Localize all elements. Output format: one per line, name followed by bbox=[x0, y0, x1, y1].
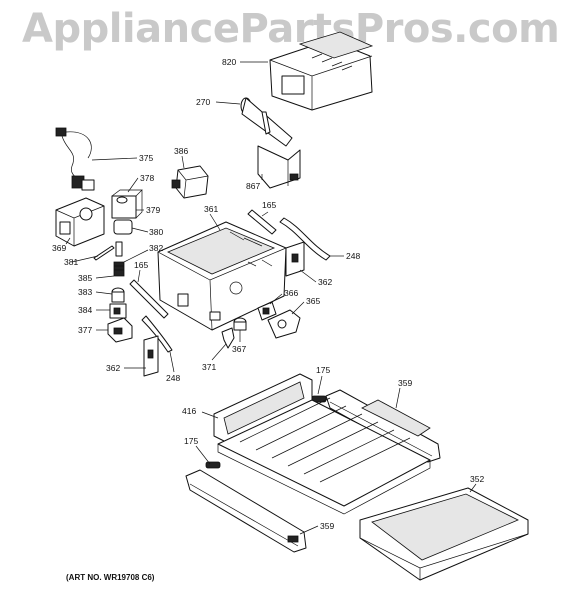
leader-lines bbox=[65, 61, 477, 535]
part-371 bbox=[221, 327, 235, 349]
callout-270: 270 bbox=[196, 97, 210, 107]
callout-867: 867 bbox=[246, 181, 260, 191]
callout-362b: 362 bbox=[106, 363, 120, 373]
watermark-text: AppliancePartsPros.com bbox=[22, 6, 560, 52]
part-rail-359b bbox=[185, 469, 307, 553]
part-foam-248 bbox=[279, 217, 331, 261]
callout-369: 369 bbox=[52, 243, 66, 253]
part-cover-365 bbox=[267, 309, 301, 339]
part-rail-359 bbox=[325, 389, 441, 463]
callout-165: 165 bbox=[262, 200, 276, 210]
callout-384: 384 bbox=[78, 305, 92, 315]
art-number: (ART NO. WR19708 C6) bbox=[66, 573, 155, 582]
part-rod-381 bbox=[93, 245, 115, 261]
callout-371: 371 bbox=[202, 362, 216, 372]
callout-labels: 820 270 867 375 386 378 379 361 165 369 … bbox=[52, 57, 484, 531]
callout-386: 386 bbox=[174, 146, 188, 156]
callout-379: 379 bbox=[146, 205, 160, 215]
callout-375: 375 bbox=[139, 153, 153, 163]
callout-416: 416 bbox=[182, 406, 196, 416]
part-clips bbox=[107, 303, 133, 343]
callout-359b: 359 bbox=[320, 521, 334, 531]
part-bracket-362 bbox=[285, 241, 305, 277]
callout-366: 366 bbox=[284, 288, 298, 298]
callout-361: 361 bbox=[204, 204, 218, 214]
part-367 bbox=[233, 317, 247, 331]
part-screw-175b bbox=[205, 461, 221, 469]
part-dispenser-housing bbox=[157, 221, 287, 331]
part-bracket-867 bbox=[257, 145, 301, 189]
part-bracket-362b bbox=[143, 335, 159, 377]
callout-383: 383 bbox=[78, 287, 92, 297]
callout-820: 820 bbox=[222, 57, 236, 67]
callout-165b: 165 bbox=[134, 260, 148, 270]
part-valve-386 bbox=[171, 165, 209, 199]
part-switch-366 bbox=[257, 301, 277, 321]
part-foam-248b bbox=[141, 315, 173, 353]
part-ice-maker bbox=[269, 31, 374, 111]
callout-367: 367 bbox=[232, 344, 246, 354]
callout-378: 378 bbox=[140, 173, 154, 183]
part-fill-tube bbox=[240, 97, 293, 147]
callout-359: 359 bbox=[398, 378, 412, 388]
part-wire-harness bbox=[55, 127, 95, 191]
callout-175: 175 bbox=[316, 365, 330, 375]
part-shelf-416 bbox=[213, 373, 431, 515]
callout-248b: 248 bbox=[166, 373, 180, 383]
part-drawer-352 bbox=[359, 487, 529, 581]
part-solenoid bbox=[111, 189, 143, 235]
callout-377: 377 bbox=[78, 325, 92, 335]
callout-365: 365 bbox=[306, 296, 320, 306]
callout-381: 381 bbox=[64, 257, 78, 267]
part-strip-165 bbox=[247, 209, 277, 235]
part-auger-motor bbox=[55, 197, 105, 247]
callout-352: 352 bbox=[470, 474, 484, 484]
callout-175b: 175 bbox=[184, 436, 198, 446]
callout-362: 362 bbox=[318, 277, 332, 287]
part-strip-165b bbox=[129, 279, 169, 319]
part-small-stack bbox=[111, 241, 125, 303]
callout-382: 382 bbox=[149, 243, 163, 253]
callout-385: 385 bbox=[78, 273, 92, 283]
callout-380: 380 bbox=[149, 227, 163, 237]
callout-248: 248 bbox=[346, 251, 360, 261]
